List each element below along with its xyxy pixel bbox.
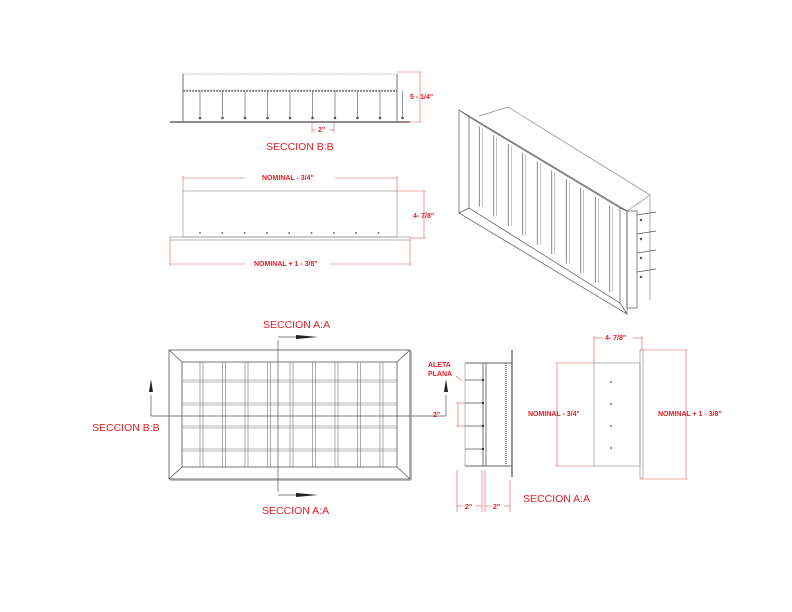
bevel-corner [168, 466, 183, 480]
arrow-bb-right [444, 379, 448, 392]
arrow-aa-top [296, 335, 318, 339]
iso-pin [636, 230, 657, 235]
blade-pin [401, 116, 404, 120]
blade-pin [288, 116, 292, 120]
bevel-edge [458, 109, 470, 118]
flange-outer [458, 109, 628, 315]
frame-outline [182, 73, 398, 91]
screw-dots [610, 381, 612, 449]
blade-pin [221, 116, 224, 120]
side-view: 4- 7/8" NOMINAL - 3/4" NOMINAL + 1 - 3/8… [528, 335, 722, 480]
arrow-aa-bottom [296, 493, 318, 497]
box-side [626, 210, 638, 309]
screw-dot [610, 381, 612, 383]
bevel-corner [168, 349, 183, 363]
dim-left-label: NOMINAL - 3/4" [528, 411, 580, 418]
blade-set [198, 91, 404, 120]
section-bb-title: SECCION B:B [266, 141, 334, 153]
iso-dot [639, 256, 643, 260]
section-aa-top-label: SECCION A:A [263, 319, 330, 331]
dim-right-label: 2" [493, 504, 500, 511]
fin-label-line2: PLANA [428, 371, 452, 378]
screw-dot [243, 232, 246, 234]
isometric-view [458, 106, 657, 315]
iso-pin [636, 211, 657, 216]
fin-pin [481, 447, 485, 451]
iso-blades [478, 126, 613, 293]
dim-bottom-label: NOMINAL + 1 - 3/8" [254, 261, 318, 268]
dim-top-label: NOMINAL - 3/4" [262, 175, 314, 182]
body-outline [182, 190, 398, 238]
leader-line [455, 375, 463, 382]
bevel-edge [619, 302, 628, 315]
dim-right-label: NOMINAL + 1 - 3/8" [658, 411, 722, 418]
dim-height-label: 4- 7/8" [413, 213, 434, 220]
flange-outline [639, 349, 644, 479]
screw-dot [288, 232, 291, 234]
front-view: SECCION A:A SECCION A:A SECCION B:B [92, 319, 448, 517]
iso-dot [639, 218, 643, 222]
blade-pin [266, 116, 269, 120]
iso-dot [639, 237, 643, 241]
screw-dot [310, 232, 313, 234]
dim-height-label: 5 - 1/4" [410, 94, 433, 101]
bevel-corner [396, 349, 411, 363]
section-aa-bottom-label: SECCION A:A [262, 505, 329, 517]
screw-dot [265, 232, 268, 234]
screw-dot [377, 232, 380, 234]
blade-pin [356, 116, 359, 120]
arrow-bb-left [149, 379, 153, 392]
fin-pin [481, 401, 485, 405]
louver-grid [182, 362, 397, 467]
screw-dot [355, 232, 358, 234]
screw-dot [199, 232, 201, 234]
blade-pin [311, 116, 314, 120]
bevel-edge [619, 207, 628, 212]
flange-inner [468, 116, 621, 304]
fin-pin [481, 424, 485, 428]
outer-frame [168, 349, 411, 480]
blade-pin [198, 116, 202, 120]
inner-frame [181, 361, 398, 468]
section-bb-left-label: SECCION B:B [92, 422, 160, 434]
flange-outline [169, 236, 411, 241]
screw-dot [221, 232, 224, 234]
bevel-edge [458, 207, 470, 214]
body-outline [593, 362, 641, 467]
section-aa-view: 2" ALETA PLANA 2" 2" SECCION A:A [428, 350, 590, 512]
flat-fins [465, 378, 485, 451]
dim-left-label: 2" [465, 504, 472, 511]
screw-dot [610, 447, 612, 449]
bevel-corner [396, 466, 411, 480]
blade-pin [243, 116, 247, 120]
iso-pin [636, 268, 657, 273]
fin-pin [481, 378, 485, 382]
section-bb-top-view: 5 - 1/4" 2" SECCION B:B [170, 71, 433, 153]
screw-dot [610, 403, 612, 405]
blade-pin [378, 116, 382, 120]
box-back-edges [478, 106, 651, 300]
fin-spacing-label: 2" [433, 412, 440, 419]
iso-dot [639, 275, 643, 279]
box-edge [626, 194, 651, 212]
plan-view: NOMINAL - 3/4" 4- 7/8" NOMINAL + 1 - 3/8… [169, 175, 434, 268]
blade-pin [333, 116, 337, 120]
screw-dot [610, 425, 612, 427]
section-aa-label: SECCION A:A [523, 493, 590, 505]
dim-depth-label: 4- 7/8" [605, 335, 626, 342]
screw-dot [332, 232, 335, 234]
iso-pins [636, 211, 657, 279]
dim-spacing-label: 2" [318, 127, 325, 134]
iso-pin [636, 249, 657, 254]
screw-dots [199, 232, 380, 234]
fin-label-line1: ALETA [428, 362, 451, 369]
